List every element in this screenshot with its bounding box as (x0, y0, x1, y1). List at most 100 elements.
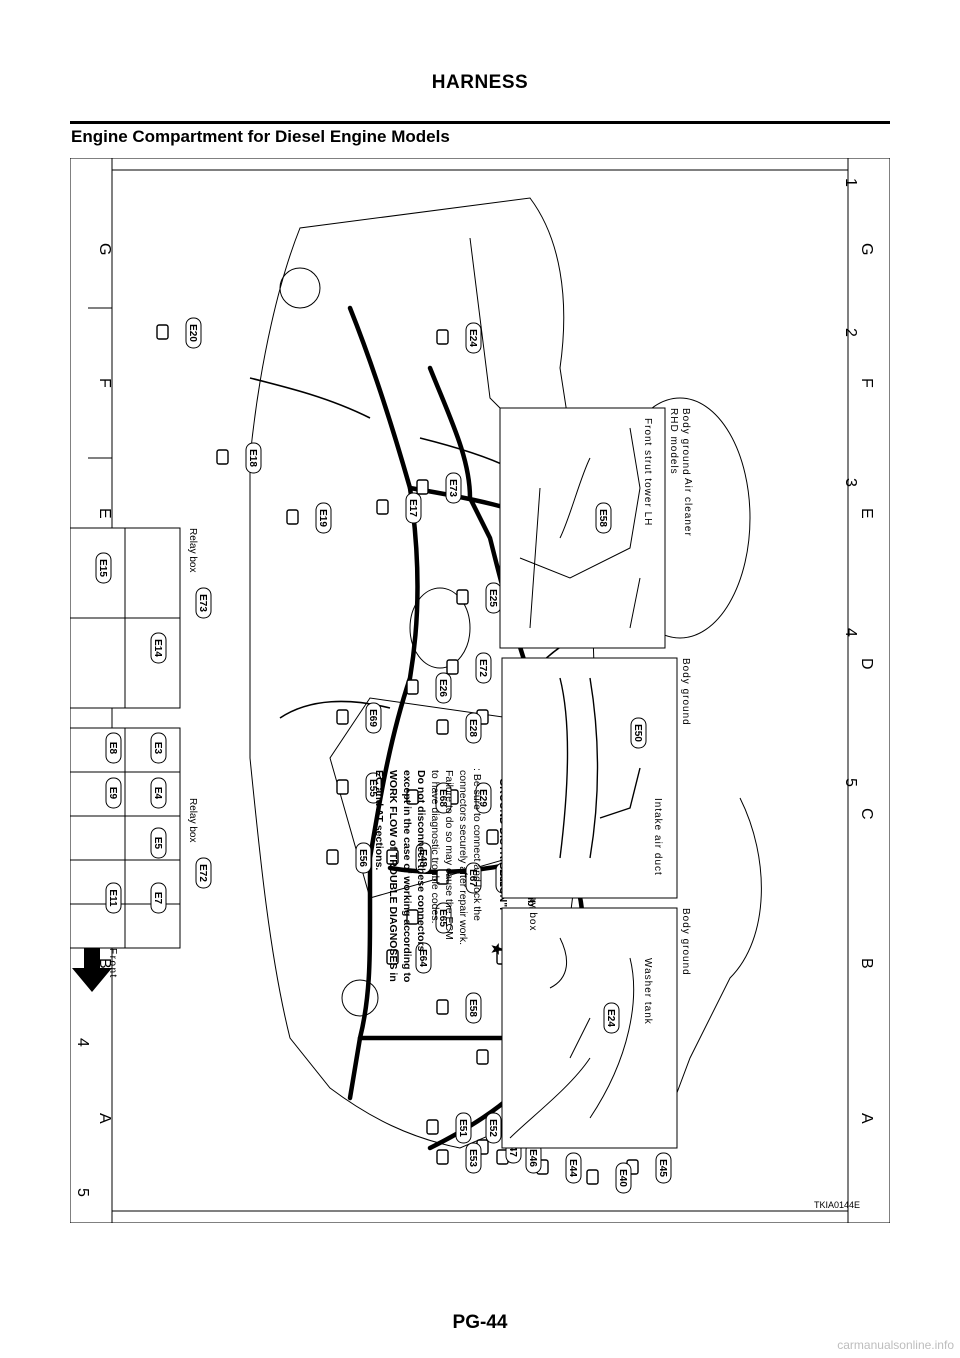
detail-washer-connector-badge (603, 1002, 620, 1034)
connector-label-e45-badge (655, 1152, 672, 1184)
detail-intake-connector-badge (630, 717, 647, 749)
front-arrow-icon (72, 948, 112, 992)
relay-e72-e5-text: E5 (152, 837, 163, 850)
connector-label-e67: E67 (465, 862, 482, 894)
connector-label-e52-text: E52 (487, 1119, 498, 1137)
connector-label-e72-text: E72 (477, 659, 488, 677)
connector-label-e51-badge (455, 1112, 472, 1144)
connector-body-e25 (456, 589, 469, 605)
connector-label-e58-text: E58 (467, 999, 478, 1017)
connector-label-e26: E26 (435, 672, 452, 704)
relay-e72-e7-badge (150, 882, 167, 914)
relay-e72-e11: E11 (105, 882, 122, 914)
connector-label-e20-text: E20 (187, 324, 198, 342)
connector-label-e58-badge (465, 992, 482, 1024)
connector-label-e65-text: E65 (437, 909, 448, 927)
relay-e72-e3-badge (150, 732, 167, 764)
page-number: PG-44 (452, 1312, 508, 1333)
detail-washer-tank: Body ground Washer tank Relay box E24 (501, 878, 691, 1149)
connector-label-e52-badge (485, 1112, 502, 1144)
grid-letter-left: F (96, 378, 113, 388)
front-indicator: Front (72, 948, 118, 992)
detail-strut-frame (499, 407, 666, 649)
connector-body-e67 (436, 869, 449, 885)
detail-intake-duct: Body ground Intake air duct E50 (501, 657, 691, 899)
grid-letter-right: E (858, 508, 875, 519)
connector-label-e53-text: E53 (467, 1149, 478, 1167)
detail-strut-sketch (519, 427, 641, 629)
relay-e72-e3: E3 (150, 732, 167, 764)
connector-label-e46-text: E46 (527, 1149, 538, 1167)
star-icon (491, 943, 503, 955)
connector-label-e56: E56 (355, 842, 372, 874)
grid-letter-right: C (858, 808, 875, 820)
relay-e72-e7: E7 (150, 882, 167, 914)
grid-letter-left: E (96, 508, 113, 519)
connector-label-e17: E17 (405, 492, 422, 524)
connector-label-e28: E28 (465, 712, 482, 744)
connector-body-e19 (286, 509, 299, 525)
detail-strut-title: Body ground (680, 408, 691, 476)
connector-label-e68-badge (435, 782, 452, 814)
connector-label-e19: E19 (315, 502, 332, 534)
relay-e73-e14-text: E14 (152, 639, 163, 657)
relay-e72-e8-badge (105, 732, 122, 764)
connector-label-e56-badge (355, 842, 372, 874)
wiring-diagram: 1122334455AABBCCDDEEFFGG (70, 158, 890, 1223)
connector-label-e72-badge (475, 652, 492, 684)
relay-e72-e9-badge (105, 777, 122, 809)
detail-intake-frame (501, 657, 678, 899)
connector-label-e24-text: E24 (467, 329, 478, 347)
grid-number-top: 1 (842, 178, 859, 187)
connector-label-e24-badge (465, 322, 482, 354)
relay-e72-e3-text: E3 (152, 742, 163, 755)
connector-label-e25: E25 (485, 582, 502, 614)
connector-label-e55: E55 (365, 772, 382, 804)
connector-label-e68: E68 (435, 782, 452, 814)
connector-label-e28-badge (465, 712, 482, 744)
connector-body-e55 (336, 779, 349, 795)
connector-label-e55-badge (365, 772, 382, 804)
connector-label-e73-text: E73 (447, 479, 458, 497)
relay-e72-e4-badge (150, 777, 167, 809)
connector-label-e53-badge (465, 1142, 482, 1174)
connector-label-e17-text: E17 (407, 499, 418, 517)
connector-label-e45-text: E45 (657, 1159, 668, 1177)
connector-body-e28 (436, 719, 449, 735)
relay-e72-e7-text: E7 (152, 892, 163, 905)
connector-label-e67-badge (465, 862, 482, 894)
detail-strut-subtitle: RHD models (668, 408, 679, 475)
section-heading: Engine Compartment for Diesel Engine Mod… (71, 127, 450, 146)
detail-strut-tower: Body ground RHD models Front strut tower… (499, 407, 693, 649)
star-note-line: connectors securely after repair work. (457, 770, 469, 945)
connector-body-e73 (416, 479, 429, 495)
connector-label-e26-badge (435, 672, 452, 704)
grid-number-top: 2 (842, 328, 859, 337)
connector-label-e18-badge (245, 442, 262, 474)
connector-body-e20 (156, 324, 169, 340)
relay-box-e72-id-badge (195, 857, 212, 889)
connector-label-e65: E65 (435, 902, 452, 934)
connector-body-e64 (386, 949, 399, 965)
connector-label-e67-text: E67 (467, 869, 478, 887)
detail-intake-sketch (559, 677, 641, 859)
relay-box-e72-label: Relay box (187, 798, 198, 842)
connector-body-e26 (406, 679, 419, 695)
connector-label-e55-text: E55 (367, 779, 378, 797)
warning-note-line: EC and AT sections. (373, 770, 385, 870)
grid-number-bottom: 4 (74, 1038, 91, 1047)
relay-box-e73-id-badge (195, 587, 212, 619)
detail-washer-frame (501, 907, 678, 1149)
connector-label-e18: E18 (245, 442, 262, 474)
detail-washer-label-relay-box: Relay box (527, 878, 538, 931)
star-note-line: to have diagnostic trouble codes. (429, 770, 441, 924)
relay-box-e73-id: E73 (197, 594, 208, 612)
connector-body-e35 (486, 829, 499, 845)
front-label: Front (107, 948, 118, 979)
connector-label-e28-text: E28 (467, 719, 478, 737)
detail-strut-label-cleaner: Air cleaner (682, 478, 693, 537)
connector-body-e17 (376, 499, 389, 515)
grid-number-top: 4 (842, 628, 859, 637)
